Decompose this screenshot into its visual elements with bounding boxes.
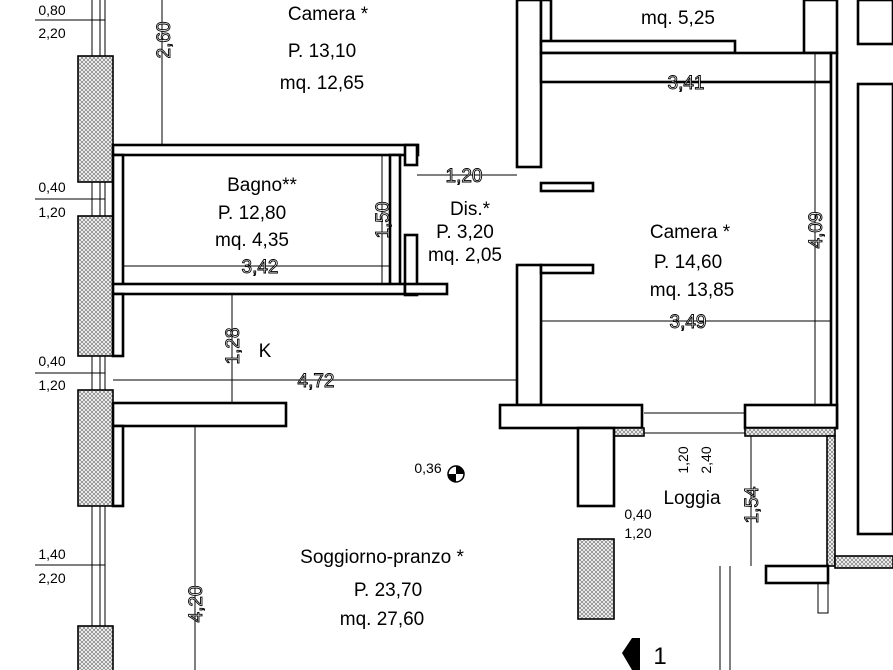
wall: [856, 0, 893, 46]
railing: [817, 582, 829, 614]
room-perimeter: P. 13,10: [288, 41, 356, 62]
room-name: Loggia: [663, 488, 720, 509]
dimension-label: 4,20: [186, 586, 207, 623]
wall: [111, 282, 407, 296]
room-area: mq. 4,35: [215, 230, 289, 251]
dimension-label: 1,54: [742, 486, 763, 523]
wall: [111, 424, 125, 508]
wall: [539, 181, 595, 193]
room-name: Camera *: [288, 4, 369, 25]
loggia-wall: [826, 435, 836, 567]
loggia-wall: [834, 555, 893, 569]
room-name: Bagno**: [227, 175, 297, 196]
room-area: mq. 27,60: [340, 609, 425, 630]
dimension-label: 4,09: [806, 212, 827, 249]
room-area: mq. 12,65: [280, 73, 365, 94]
dimension-label: 3,42: [242, 257, 279, 278]
wall: [403, 143, 419, 167]
loggia-wall: [613, 427, 645, 437]
window-label: 2,20: [38, 570, 65, 586]
dimension-label: 1,28: [223, 328, 244, 365]
wall: [743, 403, 839, 430]
window-label: 1,20: [624, 525, 651, 541]
room-name: Camera *: [650, 222, 731, 243]
wall: [111, 401, 288, 428]
level-mark-fill: [448, 466, 464, 482]
room-area: mq. 5,25: [641, 8, 715, 29]
wall-pier: [77, 625, 114, 670]
room-name: Soggiorno-pranzo *: [300, 547, 464, 568]
wall: [764, 564, 830, 585]
wall: [498, 403, 644, 430]
room-name: K: [259, 341, 272, 362]
wall: [539, 51, 833, 84]
section-number: 1: [653, 643, 666, 670]
wall: [515, 263, 543, 407]
window-label: 1,20: [675, 446, 691, 473]
dimension-label: 4,72: [298, 371, 335, 392]
dimension-label: 1,20: [446, 166, 483, 187]
dimension-label: 3,49: [670, 312, 707, 333]
wall: [111, 143, 420, 157]
wall: [802, 0, 839, 55]
loggia-wall: [744, 427, 836, 437]
room-perimeter: P. 12,80: [218, 203, 286, 224]
wall: [856, 82, 893, 536]
section-arrow-icon: [622, 638, 640, 670]
window-label: 0,40: [624, 506, 651, 522]
room-name: Dis.*: [450, 199, 491, 220]
window-label: 1,20: [38, 377, 65, 393]
dimension-label: 3,41: [668, 73, 705, 94]
wall: [576, 426, 616, 508]
wall: [539, 0, 553, 46]
window-label: 0,80: [38, 2, 65, 18]
dimension-label: 2,60: [154, 22, 175, 59]
wall: [539, 39, 737, 55]
room-area: mq. 2,05: [428, 245, 502, 266]
window-label: 1,20: [38, 204, 65, 220]
wall-pier: [77, 55, 114, 183]
wall: [111, 292, 125, 358]
loggia-wall: [577, 538, 615, 620]
window-label: 2,20: [38, 25, 65, 41]
window-label: 1,40: [38, 546, 65, 562]
wall: [515, 0, 543, 169]
wall-pier: [77, 215, 114, 357]
dimension-label: 1,50: [373, 202, 394, 239]
wall: [539, 263, 595, 275]
room-area: mq. 13,85: [650, 280, 735, 301]
window-label: 2,40: [698, 446, 714, 473]
level-label: 0,36: [414, 460, 441, 476]
room-perimeter: P. 14,60: [654, 252, 722, 273]
wall: [111, 153, 125, 287]
window-label: 0,40: [38, 179, 65, 195]
wall: [829, 51, 839, 430]
room-perimeter: P. 23,70: [354, 580, 422, 601]
wall: [403, 282, 449, 296]
room-perimeter: P. 3,20: [436, 222, 494, 243]
wall-pier: [77, 389, 114, 507]
window-label: 0,40: [38, 353, 65, 369]
